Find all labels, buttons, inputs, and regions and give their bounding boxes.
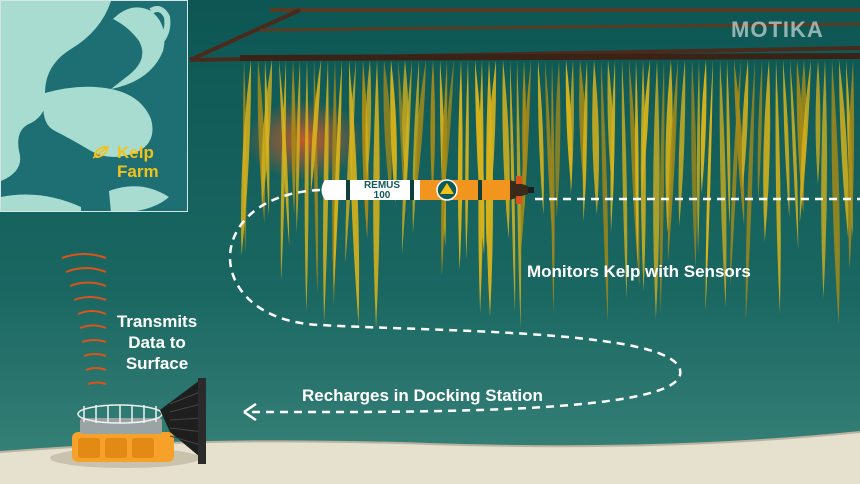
kelp-blade	[457, 60, 463, 271]
vehicle-path-return	[228, 188, 682, 414]
map-label-line2: Farm	[117, 162, 159, 181]
path-arrowhead	[243, 402, 257, 422]
kelp-blade	[600, 60, 609, 322]
kelp-blade	[582, 60, 588, 222]
kelp-blade	[757, 60, 763, 203]
kelp-blade	[821, 60, 828, 298]
kelp-blade	[444, 60, 454, 193]
kelp-blade	[726, 60, 731, 227]
kelp-blade	[345, 60, 356, 264]
label-recharges: Recharges in Docking Station	[302, 386, 543, 405]
kelp-blade	[653, 60, 660, 319]
kelp-blade	[678, 60, 686, 227]
kelp-blade	[555, 60, 561, 218]
kelp-blade	[296, 60, 301, 233]
kelp-blade	[520, 60, 531, 258]
kelp-forest	[240, 60, 855, 329]
kelp-blade	[635, 60, 639, 264]
kelp-blade	[641, 60, 650, 194]
kelp-blade	[291, 60, 296, 215]
kelp-blade	[790, 60, 799, 250]
remus-vehicle	[321, 176, 534, 204]
kelp-blade	[430, 60, 436, 197]
kelp-blade	[815, 60, 821, 185]
map-label: Kelp Farm	[117, 143, 159, 181]
kelp-blade	[465, 60, 469, 260]
kelp-blade	[621, 60, 628, 299]
kelp-blade	[838, 60, 849, 238]
kelp-blade	[310, 60, 321, 194]
kelp-blade	[763, 60, 771, 242]
kelp-blade	[745, 60, 755, 322]
kelp-blade	[551, 60, 555, 315]
kelp-blade	[799, 60, 811, 223]
docking-station	[50, 378, 206, 468]
map-label-line1: Kelp	[117, 143, 154, 162]
kelp-blade	[280, 60, 287, 281]
label-transmits-line1: Transmits	[116, 312, 198, 331]
kelp-farm-rope-frame	[189, 8, 860, 62]
kelp-blade	[592, 60, 600, 215]
kelp-blade	[667, 60, 678, 262]
kelp-blade	[333, 60, 342, 292]
kelp-blade	[741, 60, 749, 189]
kelp-blade	[569, 60, 574, 196]
kelp-blade	[401, 60, 412, 255]
kelp-blade	[365, 60, 372, 182]
kelp-blade	[782, 60, 790, 218]
kelp-blade	[261, 60, 273, 207]
vehicle-name-line1: REMUS	[364, 180, 400, 191]
kelp-blade	[700, 60, 707, 194]
kelp-blade	[665, 60, 673, 233]
kelp-blade	[719, 60, 727, 308]
kelp-blade	[775, 60, 781, 314]
kelp-blade	[848, 60, 855, 269]
kelp-blade	[383, 60, 392, 199]
kelp-farm-marker-icon	[92, 145, 110, 159]
label-transmits-line2: Data to	[128, 333, 186, 352]
locator-map: Kelp Farm	[0, 0, 188, 212]
kelp-blade	[545, 60, 553, 240]
kelp-blade	[691, 60, 697, 268]
label-transmits-line3: Surface	[125, 354, 189, 373]
kelp-blade	[390, 60, 397, 204]
seafloor	[0, 432, 860, 484]
signal-waves-icon	[61, 253, 107, 385]
kelp-blade	[610, 60, 616, 233]
kelp-blade	[734, 60, 745, 225]
vehicle-name-line2: 100	[374, 190, 391, 201]
label-transmits: Transmits Data to Surface	[92, 311, 222, 374]
cape-cod-map	[1, 1, 187, 211]
kelp-blade	[304, 60, 309, 313]
watermark: MOTIKA	[731, 17, 824, 42]
kelp-blade	[696, 60, 701, 254]
kelp-blade	[240, 60, 252, 256]
kelp-blade	[414, 60, 426, 205]
kelp-blade	[537, 60, 544, 215]
kelp-blade	[659, 60, 665, 314]
kelp-blade	[831, 60, 840, 325]
kelp-blade	[705, 60, 713, 312]
kelp-blade	[441, 60, 448, 276]
label-monitors-kelp: Monitors Kelp with Sensors	[527, 262, 751, 281]
kelp-blade	[730, 60, 741, 287]
